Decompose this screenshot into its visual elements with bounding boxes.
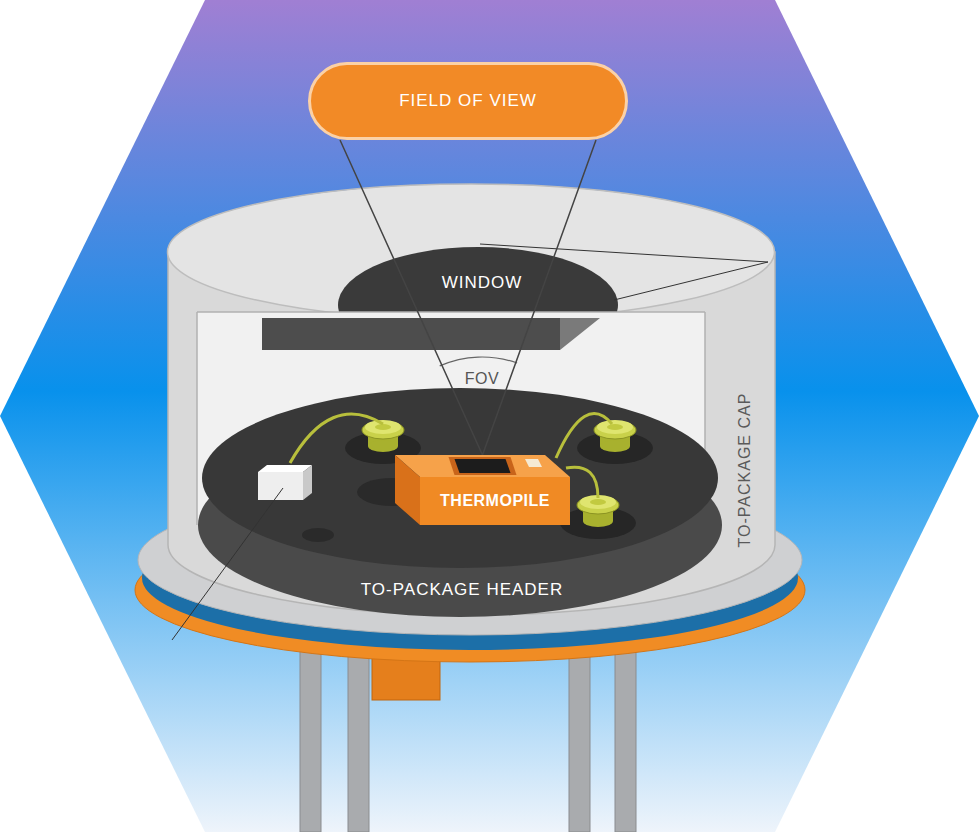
pill-shape bbox=[310, 64, 627, 139]
header-floor bbox=[202, 388, 718, 568]
bond-pad bbox=[525, 459, 542, 467]
bond-wire bbox=[556, 414, 612, 458]
part-label: WINDOW bbox=[442, 273, 523, 293]
chip-side bbox=[395, 455, 420, 525]
post-base bbox=[583, 515, 613, 527]
bond-wire bbox=[290, 414, 383, 463]
thermistor-top bbox=[258, 465, 312, 472]
leader-line bbox=[480, 244, 768, 262]
field-of-view-cone bbox=[340, 140, 596, 455]
post-flange bbox=[577, 496, 619, 514]
bond-wire bbox=[566, 467, 598, 498]
bond-post bbox=[362, 420, 404, 452]
post-center bbox=[590, 499, 606, 505]
post-base bbox=[600, 440, 630, 452]
lead-pin bbox=[300, 640, 321, 832]
thermopile-chip: THERMOPILE bbox=[395, 455, 570, 525]
node-text: FIELD OF VIEW bbox=[399, 91, 537, 111]
post-center bbox=[375, 424, 391, 430]
leader-line bbox=[614, 262, 768, 300]
node-text: THERMOPILE bbox=[440, 492, 550, 510]
window-opening bbox=[338, 247, 618, 312]
leader-line bbox=[172, 488, 283, 640]
lead-pin bbox=[569, 640, 590, 832]
thermopile-chip-outline bbox=[395, 455, 570, 525]
angle-label: FOV bbox=[465, 370, 499, 388]
sensor-rim bbox=[449, 457, 517, 475]
cut-edge bbox=[196, 312, 198, 525]
sensor-membrane bbox=[455, 459, 511, 473]
lead-pin bbox=[348, 640, 369, 832]
chip-top bbox=[395, 455, 570, 477]
field-of-view-pill: FIELD OF VIEW bbox=[308, 62, 628, 140]
fov-arc bbox=[440, 357, 517, 366]
bond-post bbox=[594, 420, 636, 452]
post-top bbox=[365, 420, 401, 434]
post-top bbox=[597, 420, 633, 434]
cut-edge bbox=[197, 311, 705, 313]
thermistor-side bbox=[303, 465, 312, 500]
thermistor-front bbox=[258, 472, 303, 500]
part-label: TO-PACKAGE HEADER bbox=[361, 580, 563, 600]
post-center bbox=[607, 424, 623, 430]
window-retainer bbox=[262, 318, 560, 350]
post-flange bbox=[594, 421, 636, 439]
bond-post bbox=[577, 495, 619, 527]
chip-front bbox=[420, 477, 570, 525]
lead-pin bbox=[615, 640, 636, 832]
post-base bbox=[368, 440, 398, 452]
part-label: TO-PACKAGE CAP bbox=[736, 393, 754, 548]
window-retainer-bevel bbox=[560, 318, 600, 350]
header-hole bbox=[302, 528, 334, 542]
cap-top bbox=[168, 184, 775, 320]
